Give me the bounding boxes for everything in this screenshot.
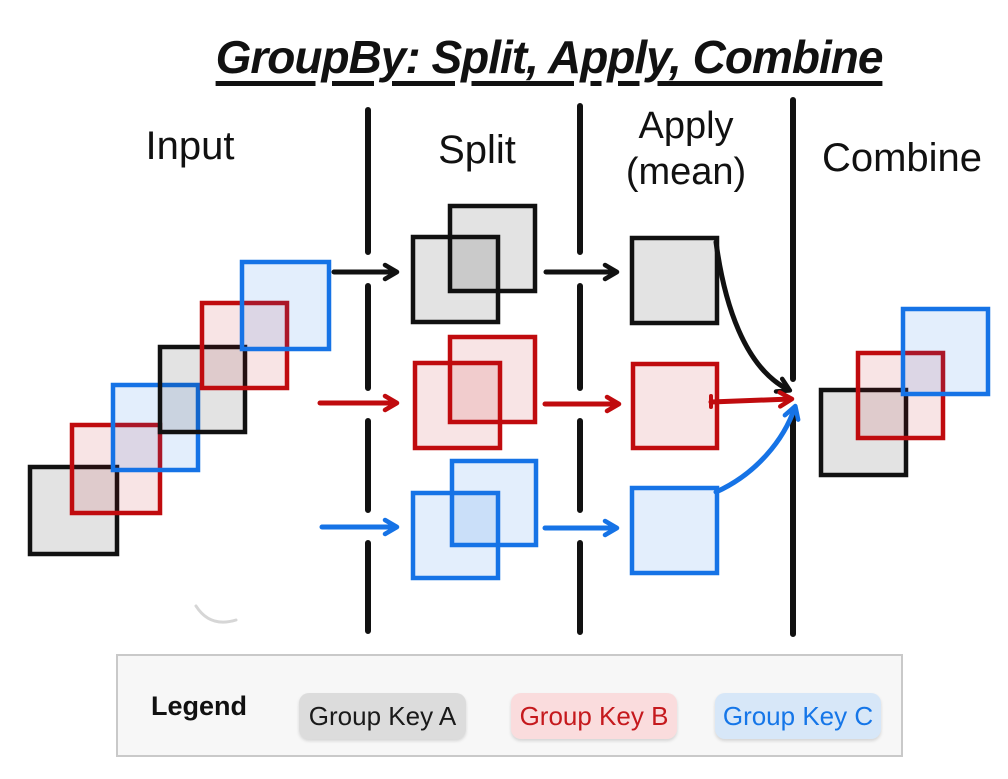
split-square-gray-back (447, 203, 538, 294)
split-square-red-front (412, 360, 503, 451)
apply-square-red (630, 361, 720, 451)
arrow-apply-combine-blue (713, 403, 801, 495)
legend-title: Legend (151, 691, 248, 721)
column-header-apply: Apply (mean) (598, 103, 774, 195)
split-square-gray-front (410, 234, 501, 325)
apply-label-line2: (mean) (625, 151, 747, 193)
combine-square-gray (818, 387, 909, 478)
apply-label-line1: Apply (638, 105, 734, 147)
legend-pill-group-key-c: Group Key C (715, 693, 881, 739)
combine-square-blue (900, 306, 991, 397)
arrow-apply-combine-gray (713, 239, 793, 394)
column-header-combine: Combine (821, 136, 983, 180)
diagram-title: GroupBy: Split, Apply, Combine (215, 31, 884, 83)
split-square-blue-back (449, 458, 539, 548)
column-header-input: Input (145, 124, 235, 168)
apply-square-blue (629, 485, 720, 576)
apply-square-gray (629, 235, 720, 326)
column-header-split: Split (438, 128, 516, 172)
stray-pen-mark (194, 604, 238, 624)
legend-pill-group-key-a: Group Key A (299, 693, 466, 739)
input-square-blue-2 (239, 259, 332, 352)
arrow-apply-combine-red (708, 390, 795, 409)
legend-box: Legend Group Key A Group Key B Group Key… (116, 654, 903, 757)
split-square-red-back (447, 334, 538, 425)
split-square-blue-front (410, 490, 501, 581)
input-square-red-2 (199, 300, 290, 391)
legend-pill-group-key-b: Group Key B (511, 693, 677, 739)
input-square-blue-1 (110, 382, 201, 473)
